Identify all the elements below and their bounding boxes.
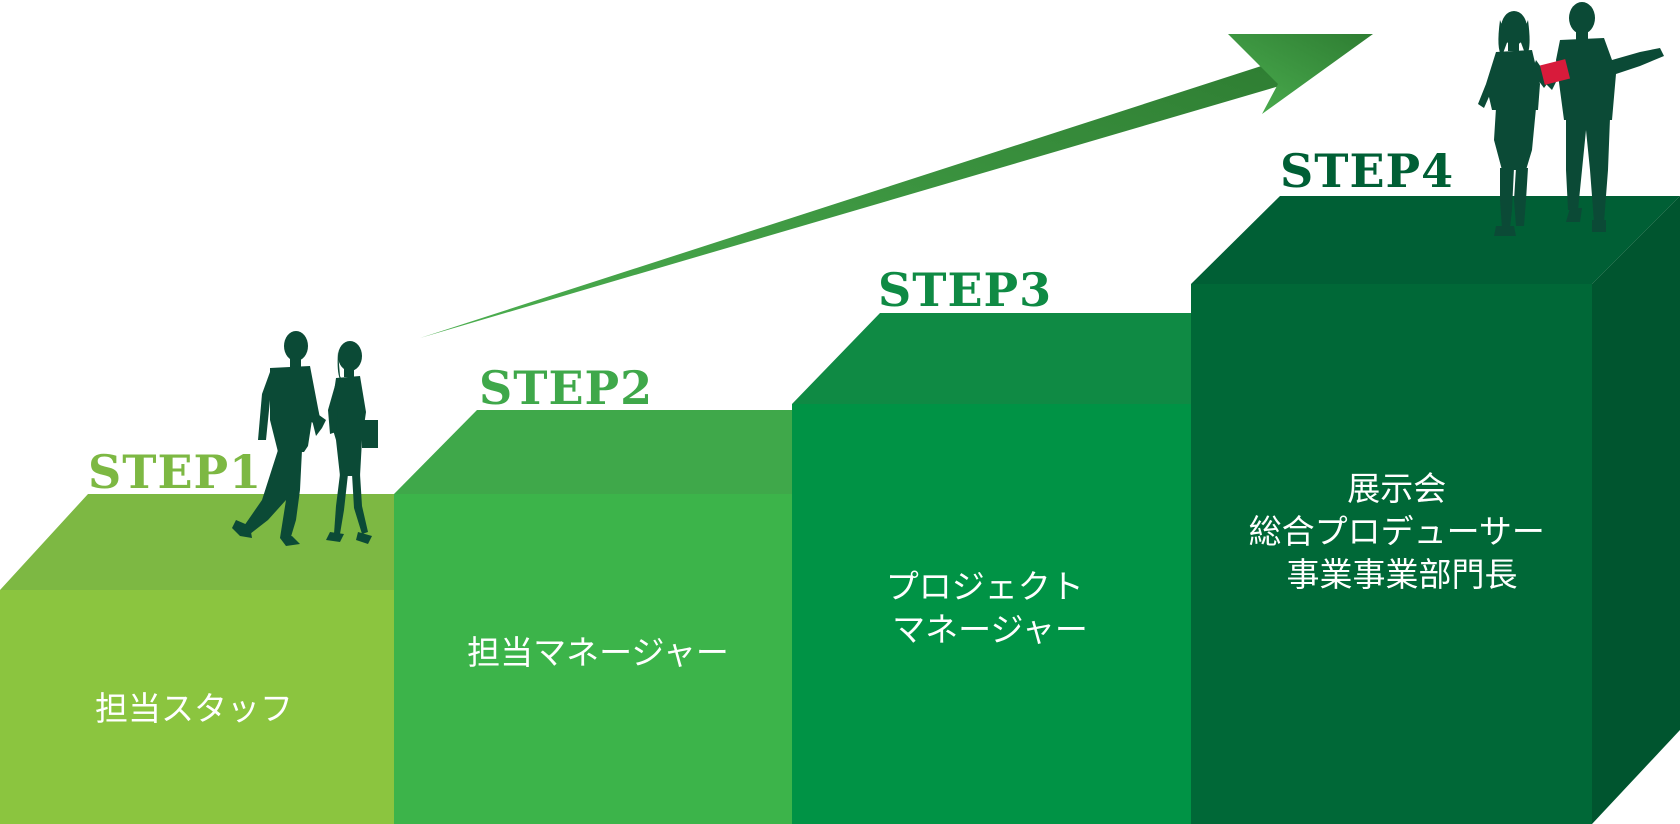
step1-label: STEP1 [88, 445, 262, 499]
walking-businesswoman-silhouette [326, 341, 378, 544]
step4-block [1191, 196, 1680, 824]
step4-role: 展示会 総合プロデューサー 事業事業部門長 [1249, 469, 1556, 594]
step3-block [792, 313, 1193, 824]
step3-role-line2: マネージャー [892, 610, 1088, 649]
step3-role-line1: プロジェクト [886, 567, 1084, 606]
step1-block-top [0, 494, 397, 590]
step3-block-top [792, 313, 1193, 404]
growth-arrow-head [1228, 34, 1373, 114]
step3-label: STEP3 [878, 263, 1052, 317]
tablet-device [1539, 59, 1571, 85]
step4-block-side [1592, 196, 1680, 824]
step4-role-line2: 総合プロデューサー [1249, 512, 1545, 551]
step4-role-line3: 事業事業部門長 [1287, 555, 1518, 594]
step1-block-front [0, 590, 397, 824]
walking-businessman-silhouette [232, 331, 326, 546]
step4-block-front [1191, 284, 1592, 824]
standing-businessman-silhouette [1539, 2, 1664, 232]
step4-block-top [1191, 196, 1680, 284]
growth-arrow [420, 34, 1373, 338]
step3-block-front [792, 404, 1193, 824]
step4-label: STEP4 [1280, 144, 1454, 198]
step1-role-line1: 担当スタッフ [95, 689, 293, 728]
step1-block [0, 494, 397, 824]
standing-businesswoman-silhouette [1478, 11, 1550, 236]
step2-block-front [394, 494, 794, 824]
step2-label: STEP2 [479, 361, 653, 415]
step1-role: 担当スタッフ [95, 689, 293, 728]
step2-block [394, 410, 794, 824]
step4-role-line1: 展示会 [1347, 469, 1446, 508]
step2-role: 担当マネージャー [467, 633, 729, 672]
growth-arrow-shaft [420, 60, 1300, 338]
step2-block-top [394, 410, 794, 494]
step2-role-line1: 担当マネージャー [467, 633, 729, 672]
step3-role: プロジェクト マネージャー [886, 567, 1095, 649]
